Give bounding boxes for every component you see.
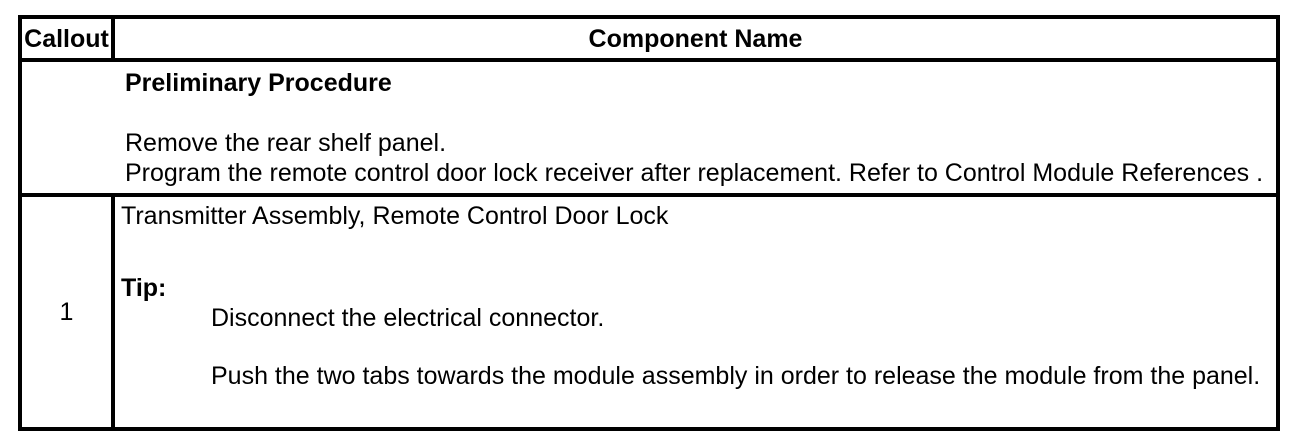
tip-step: Disconnect the electrical connector.	[211, 304, 605, 332]
tip-label: Tip:	[121, 274, 167, 302]
callout-column-header: Callout	[22, 19, 115, 58]
component-callout-table: Callout Component Name Preliminary Proce…	[18, 15, 1280, 431]
tip-step: Push the two tabs towards the module ass…	[211, 362, 1261, 390]
preliminary-procedure-heading: Preliminary Procedure	[125, 69, 392, 97]
callout-row-1: 1 Transmitter Assembly, Remote Control D…	[22, 197, 1276, 427]
preliminary-procedure-row: Preliminary Procedure Remove the rear sh…	[22, 62, 1276, 197]
component-cell: Transmitter Assembly, Remote Control Doo…	[115, 197, 1276, 427]
preliminary-step: Remove the rear shelf panel.	[125, 129, 447, 157]
spacer-line	[125, 98, 1266, 128]
callout-number: 1	[22, 197, 115, 427]
component-name-column-header: Component Name	[588, 24, 803, 53]
table-header-row: Callout Component Name	[22, 19, 1276, 62]
preliminary-step: Program the remote control door lock rec…	[125, 159, 1264, 187]
component-name-text: Transmitter Assembly, Remote Control Doo…	[121, 202, 669, 230]
